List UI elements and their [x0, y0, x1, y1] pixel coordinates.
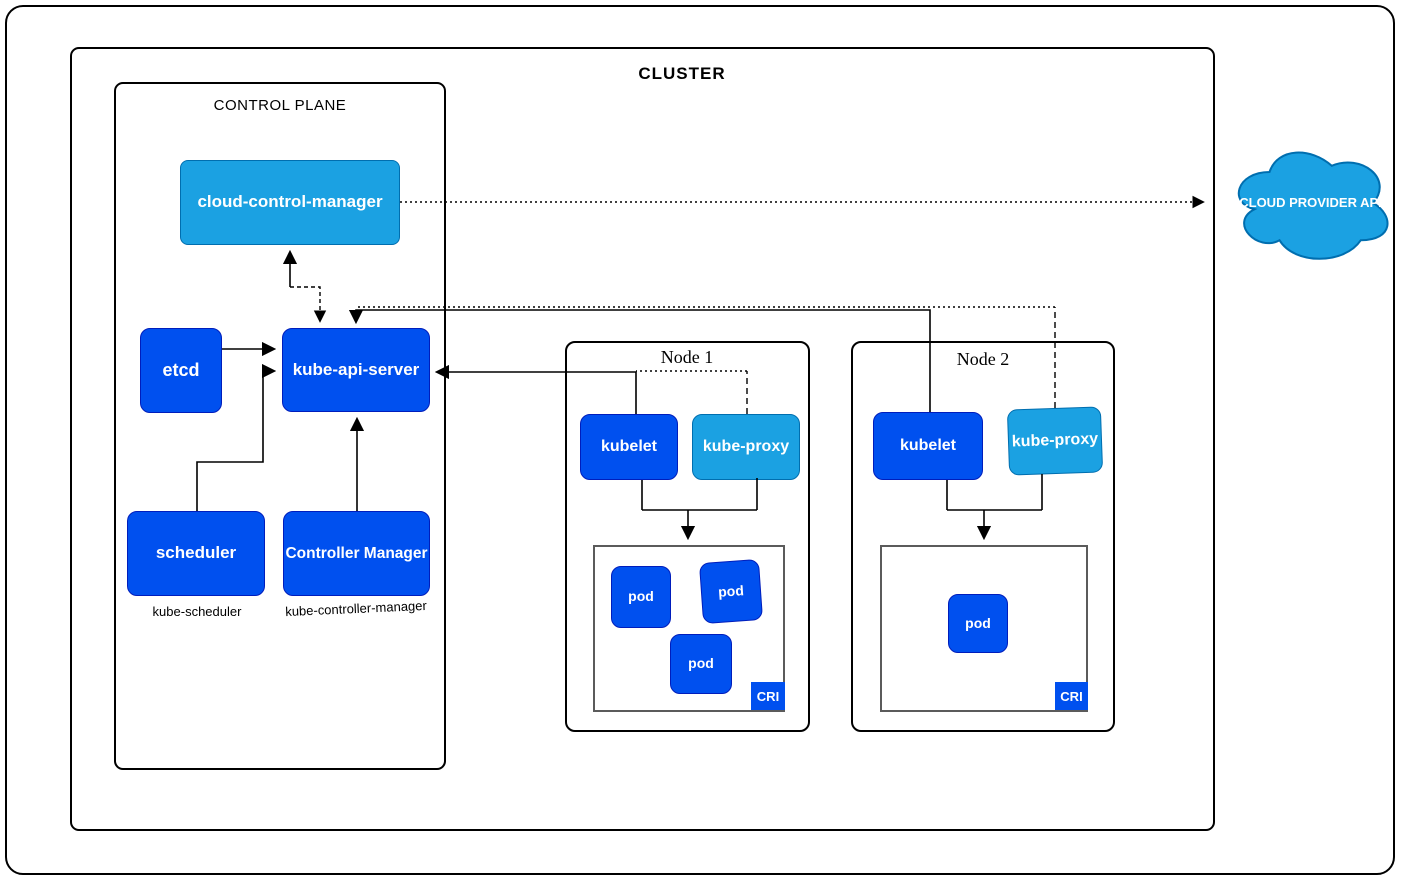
node2-title: Node 2	[956, 349, 1010, 369]
cloud-provider-api-label: CLOUD PROVIDER API	[1239, 195, 1382, 210]
node2-cri-badge: CRI	[1055, 682, 1088, 710]
node1-pod: pod	[670, 634, 732, 694]
node1-pod: pod	[611, 566, 671, 628]
node1-cri-box	[593, 545, 785, 712]
etcd-node: etcd	[140, 328, 222, 413]
cluster-box	[70, 47, 1215, 831]
control-plane-title: CONTROL PLANE	[213, 97, 347, 114]
node1-kubelet-node: kubelet	[580, 414, 678, 480]
node2-kube-proxy-node: kube-proxy	[1006, 406, 1104, 476]
node1-kube-proxy-node: kube-proxy	[692, 414, 800, 480]
node1-cri-badge: CRI	[751, 682, 785, 710]
kube-api-server-node: kube-api-server	[282, 328, 430, 412]
scheduler-node: scheduler	[127, 511, 265, 596]
node2-pod: pod	[948, 594, 1008, 653]
kube-scheduler-caption: kube-scheduler	[152, 604, 242, 619]
controller-manager-node: Controller Manager	[283, 511, 430, 596]
outer-border	[5, 5, 1395, 875]
node2-cri-box	[880, 545, 1088, 712]
cloud-control-manager-node: cloud-control-manager	[180, 160, 400, 245]
node2-box	[851, 341, 1115, 732]
cluster-title: CLUSTER	[638, 64, 726, 83]
node2-kubelet-node: kubelet	[873, 412, 983, 480]
control-plane-box	[114, 82, 446, 770]
node1-title: Node 1	[660, 347, 714, 367]
node1-pod: pod	[698, 558, 764, 625]
